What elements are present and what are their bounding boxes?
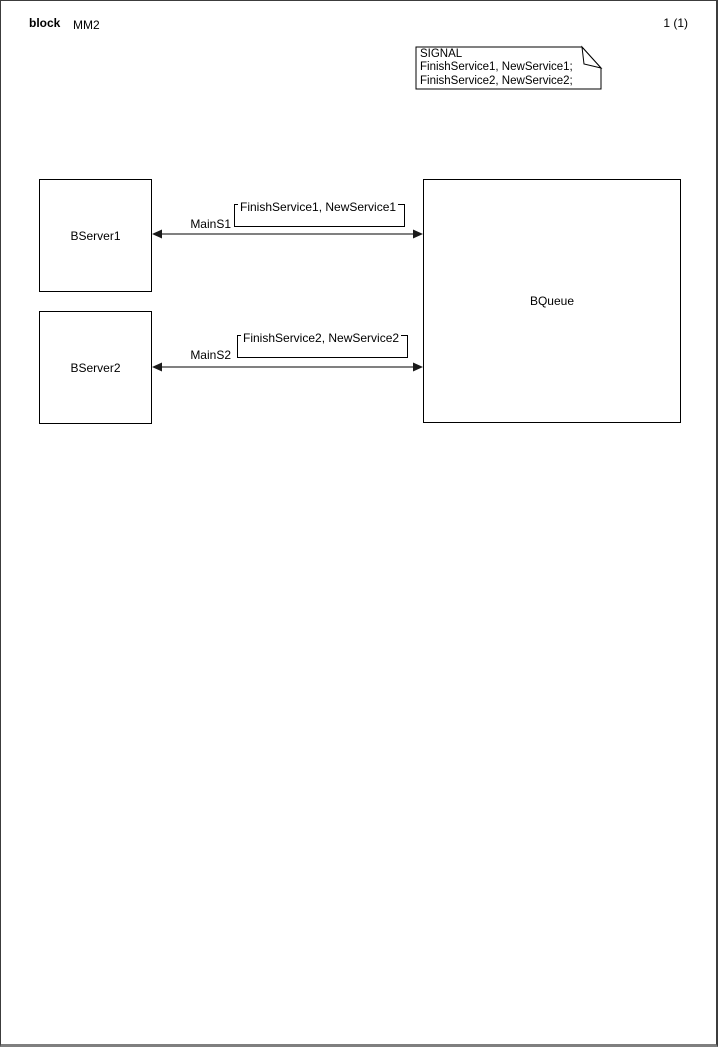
- block-bserver2[interactable]: BServer2: [39, 311, 152, 424]
- channel-mains2[interactable]: [152, 362, 423, 372]
- arrowhead-right-icon: [413, 229, 423, 239]
- channel-mains1[interactable]: [152, 229, 423, 239]
- signal-line: FinishService1, NewService1;: [420, 61, 573, 74]
- channel-label-mains2: MainS2: [190, 348, 231, 362]
- signal-list-mains2[interactable]: FinishService2, NewService2: [237, 331, 408, 358]
- text-symbol-outline[interactable]: [415, 45, 603, 90]
- block-label: BServer1: [70, 228, 121, 243]
- diagram-kind-label: block: [29, 16, 61, 30]
- signal-declaration-text[interactable]: SIGNAL FinishService1, NewService1; Fini…: [420, 48, 573, 88]
- signal-list-text: FinishService1, NewService1: [238, 200, 399, 214]
- signal-keyword: SIGNAL: [420, 48, 463, 60]
- arrowhead-left-icon: [152, 362, 162, 372]
- arrowhead-left-icon: [152, 229, 162, 239]
- diagram-name: MM2: [73, 18, 100, 32]
- block-label: BServer2: [70, 360, 121, 375]
- folded-corner-icon: [581, 45, 603, 69]
- signal-list-mains1[interactable]: FinishService1, NewService1: [234, 200, 405, 227]
- block-bqueue[interactable]: BQueue: [423, 179, 681, 423]
- block-label: BQueue: [529, 294, 575, 308]
- block-bserver1[interactable]: BServer1: [39, 179, 152, 292]
- signal-list-text: FinishService2, NewService2: [241, 331, 402, 345]
- channel-label-mains1: MainS1: [190, 217, 231, 231]
- signal-line: FinishService2, NewService2;: [420, 74, 573, 87]
- arrowhead-right-icon: [413, 362, 423, 372]
- page-number: 1 (1): [663, 16, 688, 30]
